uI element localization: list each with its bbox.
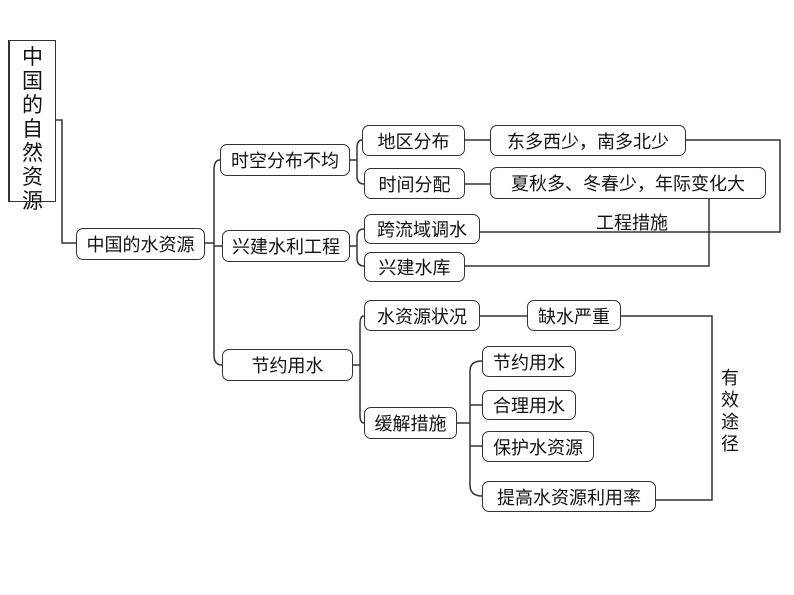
label-effective-ways: 有 效 途 径: [718, 368, 742, 456]
node-label: 兴建水库: [378, 258, 451, 279]
node-measure-protect-water[interactable]: 保护水资源: [482, 431, 594, 462]
link-save-branches: [353, 315, 365, 424]
label-char: 效: [721, 390, 739, 411]
link-relieve-measures: [457, 360, 483, 497]
node-label: 缓解措施: [374, 414, 447, 435]
node-measure-improve-efficiency[interactable]: 提高水资源利用率: [482, 481, 656, 512]
node-regional-detail[interactable]: 东多西少，南多北少: [490, 125, 686, 156]
node-label: 时空分布不均: [231, 151, 339, 172]
link-engineering-region: [480, 139, 781, 233]
node-label: 中国的水资源: [86, 235, 195, 256]
node-time-allocation[interactable]: 时间分配: [364, 168, 465, 199]
root-char: 的: [22, 93, 43, 117]
node-label: 跨流域调水: [377, 220, 467, 241]
node-water-resources[interactable]: 中国的水资源: [76, 228, 205, 260]
node-label: 提高水资源利用率: [497, 487, 641, 509]
node-label: 东多西少，南多北少: [507, 131, 669, 153]
link-effective-ways: [621, 315, 713, 501]
link-hydro-branches: [350, 228, 365, 267]
root-node-china-nature[interactable]: 中 国 的 自 然 资 源: [8, 40, 56, 213]
node-label: 节约用水: [493, 352, 565, 374]
node-label: 兴建水利工程: [232, 237, 340, 258]
node-save-water[interactable]: 节约用水: [222, 349, 353, 381]
node-time-detail[interactable]: 夏秋多、冬春少，年际变化大: [490, 167, 766, 199]
node-measure-save-water[interactable]: 节约用水: [482, 346, 576, 377]
node-label: 时间分配: [378, 174, 451, 196]
root-char: 中: [22, 45, 43, 69]
link-engineering-time: [465, 197, 710, 267]
node-severe-shortage[interactable]: 缺水严重: [527, 300, 621, 331]
node-measure-reasonable-use[interactable]: 合理用水: [482, 390, 576, 420]
node-label: 地区分布: [377, 131, 450, 153]
node-relief-measures[interactable]: 缓解措施: [364, 407, 457, 439]
node-build-reservoirs[interactable]: 兴建水库: [364, 252, 465, 282]
node-label: 节约用水: [251, 356, 324, 377]
root-char: 国: [22, 69, 43, 93]
label-char: 有: [721, 368, 739, 389]
root-char: 资: [22, 165, 43, 189]
label-char: 途: [721, 412, 739, 433]
root-char: 源: [22, 189, 43, 213]
link-root-water: [56, 119, 76, 244]
node-uneven-distribution[interactable]: 时空分布不均: [220, 144, 350, 176]
root-char: 自: [22, 117, 43, 141]
node-label: 水资源状况: [377, 306, 467, 328]
node-label: 合理用水: [493, 396, 565, 417]
node-inter-basin-transfer[interactable]: 跨流域调水: [364, 214, 480, 244]
label-engineering-measures: 工程措施: [596, 213, 668, 234]
node-label: 夏秋多、冬春少，年际变化大: [511, 174, 745, 195]
link-spacetime-branches: [350, 139, 365, 185]
node-label: 保护水资源: [493, 437, 583, 459]
node-regional-distribution[interactable]: 地区分布: [362, 125, 465, 156]
node-water-projects[interactable]: 兴建水利工程: [222, 230, 350, 262]
label-char: 径: [721, 434, 739, 455]
root-char: 然: [22, 141, 43, 165]
node-water-status[interactable]: 水资源状况: [364, 300, 480, 331]
node-label: 缺水严重: [538, 306, 610, 328]
link-water-branches: [205, 159, 223, 366]
